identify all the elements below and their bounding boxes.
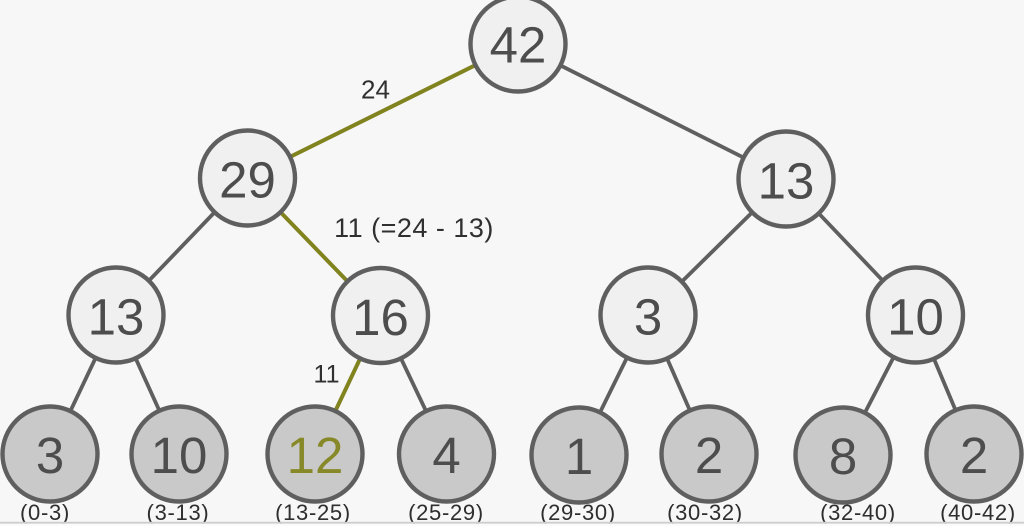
svg-text:(40-42): (40-42) xyxy=(940,500,1016,525)
svg-text:(29-30): (29-30) xyxy=(540,500,616,525)
svg-text:4: 4 xyxy=(432,427,460,484)
svg-text:10: 10 xyxy=(151,427,208,484)
svg-text:(30-32): (30-32) xyxy=(667,500,743,525)
svg-text:(3-13): (3-13) xyxy=(147,500,210,525)
svg-text:29: 29 xyxy=(219,152,276,209)
svg-text:1: 1 xyxy=(565,428,593,485)
svg-text:(13-25): (13-25) xyxy=(275,500,351,525)
svg-text:13: 13 xyxy=(758,153,815,210)
svg-text:11 (=24 - 13): 11 (=24 - 13) xyxy=(334,213,494,243)
svg-text:2: 2 xyxy=(960,427,988,484)
svg-text:24: 24 xyxy=(361,75,390,105)
svg-text:8: 8 xyxy=(829,428,857,485)
svg-text:3: 3 xyxy=(36,427,64,484)
svg-text:42: 42 xyxy=(490,17,547,74)
svg-text:(32-40): (32-40) xyxy=(820,500,896,525)
svg-text:11: 11 xyxy=(314,361,340,389)
svg-text:10: 10 xyxy=(887,289,944,346)
svg-text:2: 2 xyxy=(695,427,723,484)
svg-text:3: 3 xyxy=(634,289,662,346)
svg-text:(0-3): (0-3) xyxy=(20,500,70,525)
svg-text:(25-29): (25-29) xyxy=(408,500,484,525)
svg-text:16: 16 xyxy=(352,289,409,346)
svg-text:13: 13 xyxy=(88,289,145,346)
svg-text:12: 12 xyxy=(287,427,344,484)
